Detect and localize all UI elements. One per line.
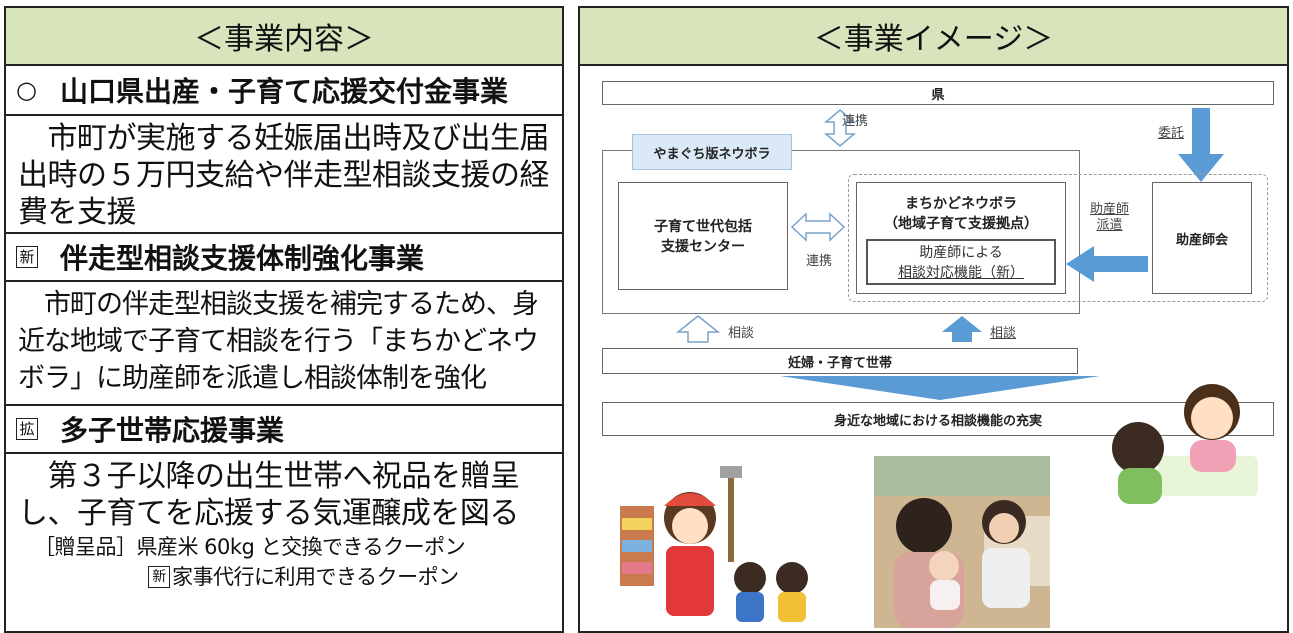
midwife-consultation-box: 助産師による 相談対応機能（新） [866, 239, 1056, 285]
double-arrow-icon [823, 109, 857, 147]
consultation-illustration [1112, 384, 1258, 504]
new-badge-icon: 新 [148, 566, 170, 588]
renkei-label: 連携 [842, 114, 869, 129]
section-title: 拡 多子世帯応援事業 [6, 404, 562, 454]
mother-baby-photo [874, 456, 1050, 628]
section-body: 第３子以降の出生世帯へ祝品を贈呈し、子育てを応援する気運醸成を図る [18, 459, 520, 531]
yamaguchi-neubola-frame [602, 150, 1080, 314]
left-arrow-icon [1066, 246, 1148, 282]
down-arrow-icon [1178, 108, 1224, 182]
business-content-panel: ＜事業内容＞ ○ 山口県出産・子育て応援交付金事業 市町が実施する妊娠届出時及び… [4, 6, 564, 633]
section-title: 新 伴走型相談支援体制強化事業 [6, 232, 562, 282]
renkei-mid-label: 連携 [806, 254, 833, 269]
diagram: 県 連携 委託 やまぐち版ネウボラ 子育て世代包括 支援センター 連携 まちかど… [580, 66, 1287, 629]
machikado-neubola-box: まちかどネウボラ （地域子育て支援拠点） 助産師による 相談対応機能（新） [856, 182, 1066, 294]
support-center-box: 子育て世代包括 支援センター [618, 182, 788, 290]
panel-header: ＜事業イメージ＞ [580, 8, 1287, 66]
housework-illustration [620, 466, 808, 622]
yamaguchi-neubola-label: やまぐち版ネウボラ [632, 134, 792, 170]
section-title: ○ 山口県出産・子育て応援交付金事業 [6, 66, 562, 116]
local-area-frame [848, 174, 1268, 302]
wide-down-arrow-icon [780, 376, 1100, 400]
gift-text: 家事代行に利用できるクーポン [172, 565, 459, 589]
prefecture-box: 県 [602, 81, 1274, 105]
horizontal-double-arrow-icon [790, 212, 846, 242]
haken-label: 助産師 派遣 [1090, 202, 1130, 233]
section-title-text: 多子世帯応援事業 [60, 414, 285, 447]
soudan-right-label: 相談 [990, 326, 1017, 341]
up-arrow-icon [942, 316, 982, 342]
gift-line: 新 家事代行に利用できるクーポン [6, 562, 562, 592]
section-title-text: 伴走型相談支援体制強化事業 [60, 242, 425, 275]
midwife-association-box: 助産師会 [1152, 182, 1252, 294]
section-body: 市町の伴走型相談支援を補完するため、身近な地域で子育て相談を行う「まちかどネウボ… [18, 289, 539, 394]
expand-badge-icon: 拡 [16, 418, 38, 440]
itaku-label: 委託 [1158, 126, 1185, 141]
business-image-panel: ＜事業イメージ＞ 県 連携 委託 やまぐち版ネウボラ 子育て世代包括 支援センタ… [578, 6, 1289, 633]
result-box: 身近な地域における相談機能の充実 [602, 402, 1274, 436]
up-arrow-outline-icon [676, 315, 720, 343]
new-badge-icon: 新 [16, 246, 38, 268]
panel-header: ＜事業内容＞ [6, 8, 562, 66]
gift-line: ［贈呈品］県産米 60kg と交換できるクーポン [34, 535, 466, 559]
circle-mark: ○ [16, 76, 37, 104]
section-title-text: 山口県出産・子育て応援交付金事業 [60, 75, 509, 108]
section-body: 市町が実施する妊娠届出時及び出生届出時の５万円支給や伴走型相談支援の経費を支援 [18, 121, 550, 230]
soudan-left-label: 相談 [728, 326, 755, 341]
families-box: 妊婦・子育て世帯 [602, 348, 1078, 374]
